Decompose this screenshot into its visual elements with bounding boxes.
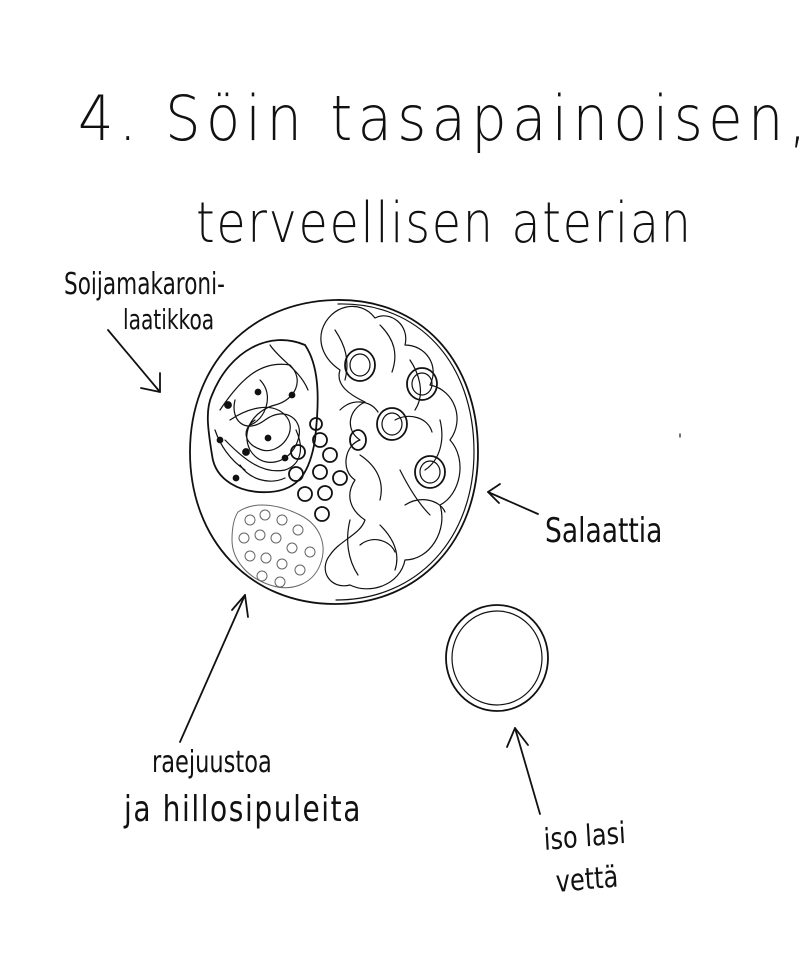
macaroni-casserole-icon — [206, 339, 319, 494]
water-glass-icon — [445, 604, 549, 712]
label-soijamakaroni: Soijamakaroni- — [64, 267, 225, 302]
cottage-cheese-icon — [231, 504, 324, 589]
title-line-2: terveellisen aterian — [196, 191, 693, 256]
salad-icon — [320, 305, 461, 590]
arrow-to-glass-icon — [506, 727, 541, 815]
meal-sketch — [107, 299, 681, 815]
arrow-to-salad-icon — [487, 483, 539, 515]
label-raejuustoa: raejuustoa — [152, 745, 272, 780]
pickled-onions-icon — [288, 417, 348, 522]
label-salaattia: Salaattia — [545, 511, 663, 551]
label-hillosipuleita: ja hillosipuleita — [124, 789, 362, 830]
title-line-1: 4. Söin tasapainoisen, — [78, 82, 812, 155]
arrow-to-casserole-icon — [107, 329, 161, 393]
drawing-page: 4. Söin tasapainoisen, terveellisen ater… — [64, 87, 807, 900]
arrow-to-cottage-cheese-icon — [179, 594, 249, 743]
plate-icon — [189, 299, 479, 605]
label-laatikkoa: laatikkoa — [123, 303, 215, 336]
